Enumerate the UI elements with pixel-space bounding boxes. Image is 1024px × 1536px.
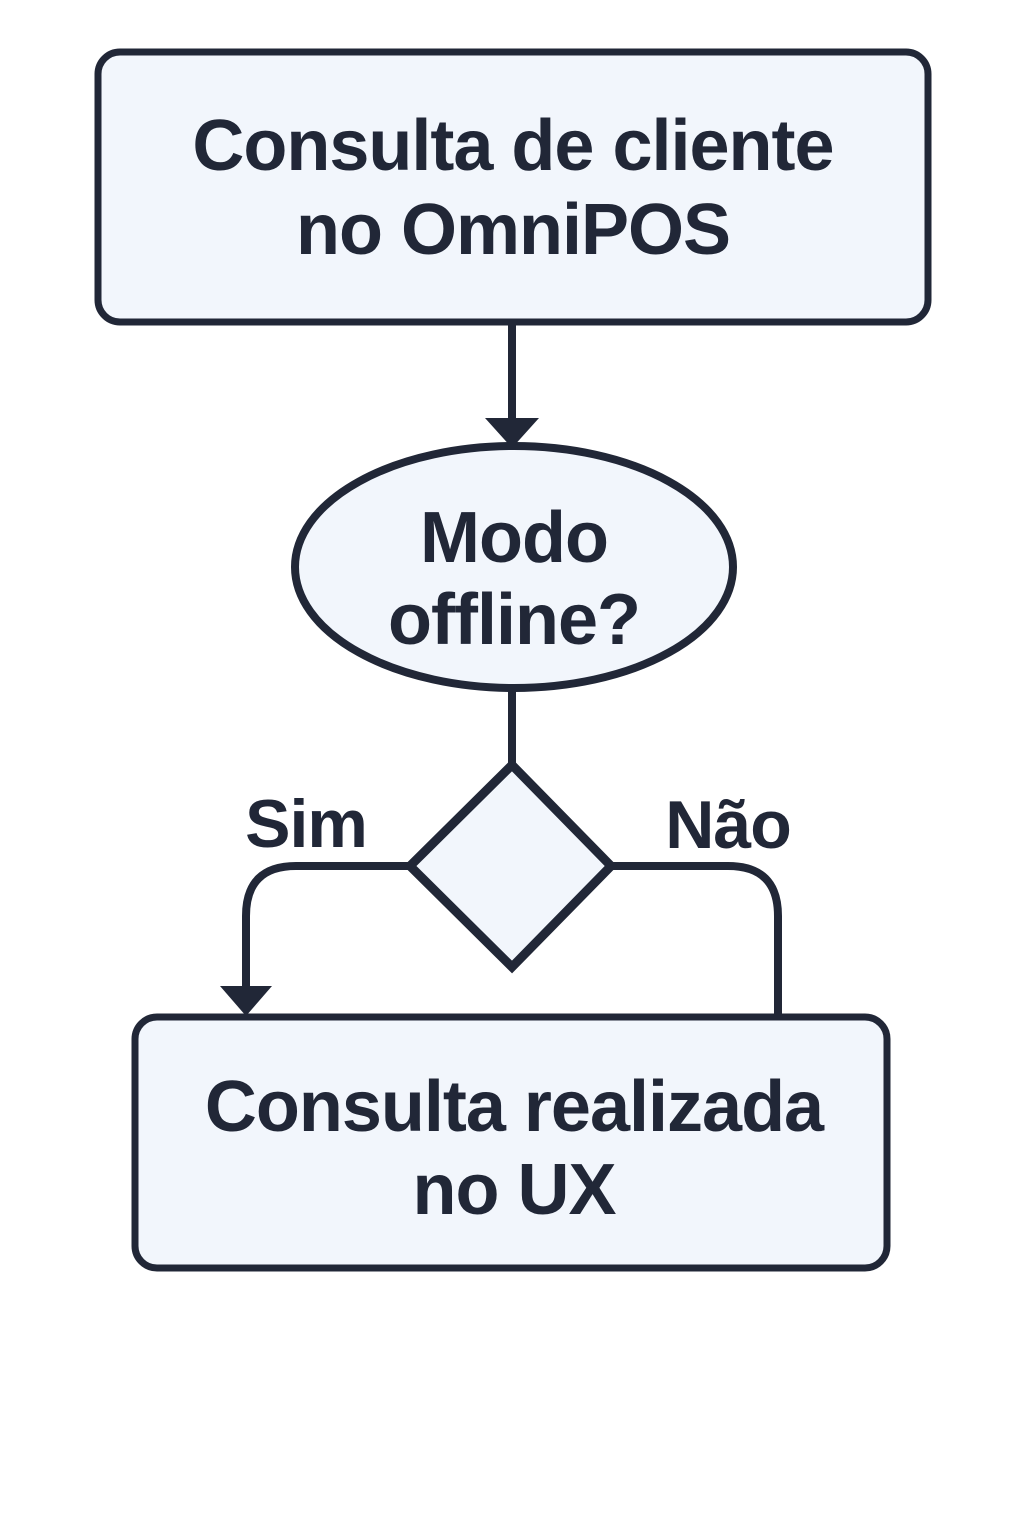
start-node: [94, 48, 932, 326]
end-node-label-line1: Consulta realizada: [205, 1067, 825, 1147]
yes-edge-path: [242, 862, 410, 988]
branch-diamond: [403, 758, 618, 974]
end-node-label-line2: no UX: [413, 1150, 617, 1230]
decision-node-label-line1: Modo: [420, 498, 608, 578]
decision-node-label-line2: offline?: [388, 580, 640, 660]
end-node: [131, 1013, 891, 1272]
start-node-label-line2: no OmniPOS: [296, 190, 730, 270]
no-edge-label: Não: [665, 787, 790, 863]
yes-edge-label: Sim: [245, 786, 367, 862]
yes-edge-arrowhead: [220, 986, 272, 1016]
arrowhead-start-to-decision: [485, 418, 539, 448]
start-node-label-line1: Consulta de cliente: [192, 106, 833, 186]
no-edge-path: [611, 862, 782, 1020]
